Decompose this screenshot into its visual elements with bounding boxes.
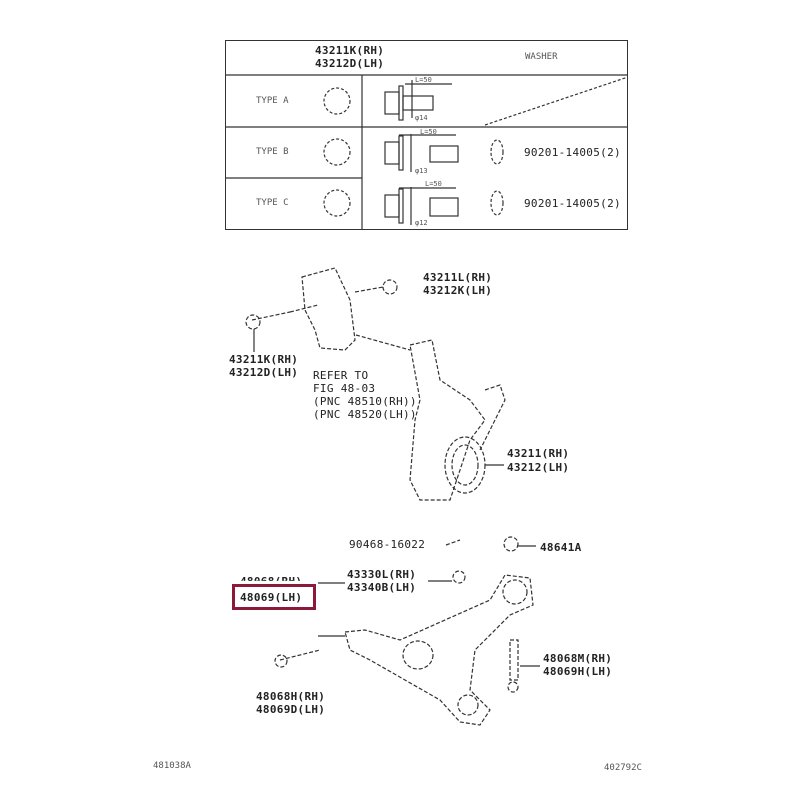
footer-left-code: 481038A bbox=[153, 761, 191, 771]
footer-right-code: 402792C bbox=[604, 763, 642, 773]
dim-a-bottom: φ14 bbox=[415, 114, 428, 122]
refer-line-4: (PNC 48520(LH)) bbox=[313, 408, 417, 421]
fastener-table bbox=[225, 40, 628, 230]
table-grid bbox=[225, 74, 629, 230]
callout-48068M[interactable]: 48068M(RH) bbox=[543, 652, 613, 665]
washer-c[interactable]: 90201-14005(2) bbox=[524, 197, 621, 210]
washer-b[interactable]: 90201-14005(2) bbox=[524, 146, 621, 159]
callout-43340B[interactable]: 43340B(LH) bbox=[347, 581, 417, 594]
callout-48641A[interactable]: 48641A bbox=[540, 541, 582, 554]
bolt-drawings bbox=[384, 80, 459, 225]
highlight-box bbox=[232, 584, 316, 610]
callout-43211L[interactable]: 43211L(RH) bbox=[423, 271, 493, 284]
callout-48069-lh[interactable]: 48069(LH) bbox=[240, 591, 303, 604]
header-part-lh: 43212D(LH) bbox=[315, 57, 385, 70]
callout-43211[interactable]: 43211(RH) bbox=[507, 447, 570, 460]
header-washer: WASHER bbox=[525, 52, 558, 62]
callout-43212D[interactable]: 43212D(LH) bbox=[229, 366, 299, 379]
callout-48068-rh[interactable]: 48068(RH) bbox=[240, 575, 303, 588]
refer-line-3: (PNC 48510(RH)) bbox=[313, 395, 417, 408]
lower-control-arm bbox=[274, 536, 534, 726]
steering-knuckle bbox=[409, 339, 506, 501]
header-part-rh: 43211K(RH) bbox=[315, 44, 385, 57]
row-type-c: TYPE C bbox=[256, 198, 289, 208]
callout-43212[interactable]: 43212(LH) bbox=[507, 461, 570, 474]
refer-line-2[interactable]: FIG 48-03 bbox=[313, 382, 376, 395]
leader-lines bbox=[253, 329, 540, 667]
callout-48068H[interactable]: 48068H(RH) bbox=[256, 690, 326, 703]
hex-head-icons bbox=[323, 87, 504, 217]
callout-48069D[interactable]: 48069D(LH) bbox=[256, 703, 326, 716]
refer-line-1: REFER TO bbox=[313, 369, 369, 382]
row-type-b: TYPE B bbox=[256, 147, 289, 157]
callout-43330L[interactable]: 43330L(RH) bbox=[347, 568, 417, 581]
callout-43211K[interactable]: 43211K(RH) bbox=[229, 353, 299, 366]
callout-90468[interactable]: 90468-16022 bbox=[349, 538, 426, 551]
dim-b-bottom: φ13 bbox=[415, 167, 428, 175]
callout-43212K[interactable]: 43212K(LH) bbox=[423, 284, 493, 297]
dim-b-top: L=50 bbox=[420, 128, 437, 136]
strut-bracket bbox=[245, 267, 411, 351]
callout-48069H[interactable]: 48069H(LH) bbox=[543, 665, 613, 678]
dim-c-bottom: φ12 bbox=[415, 219, 428, 227]
row-type-a: TYPE A bbox=[256, 96, 289, 106]
dim-a-top: L=50 bbox=[415, 76, 432, 84]
dim-c-top: L=50 bbox=[425, 180, 442, 188]
